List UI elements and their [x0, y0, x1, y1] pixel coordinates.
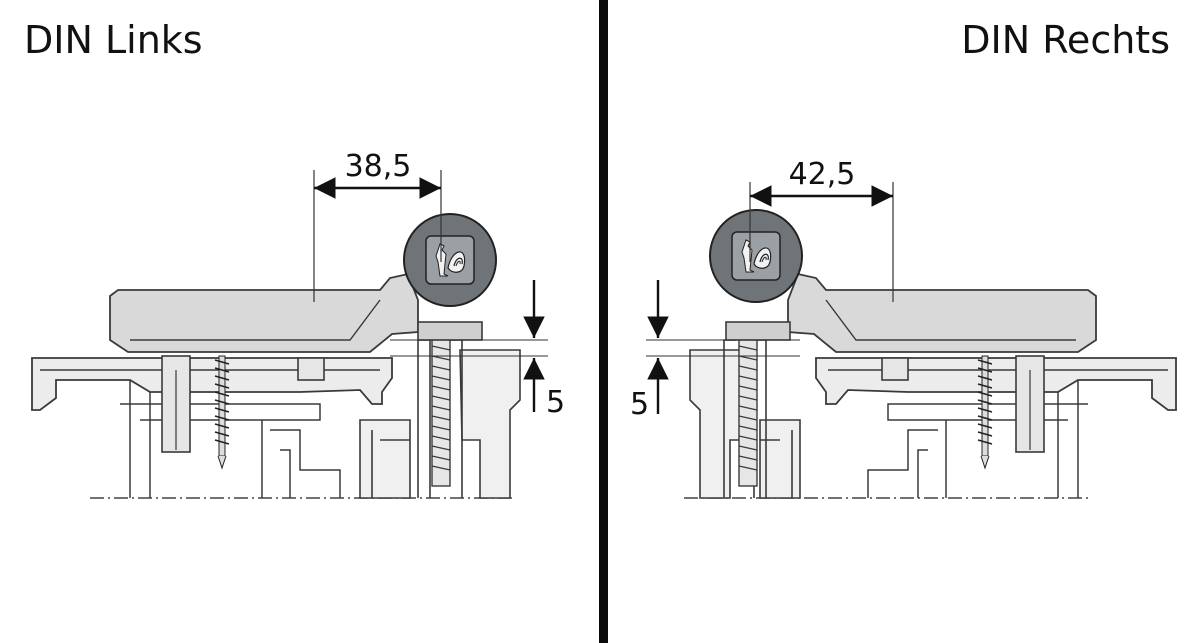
right-assembly: 42,5 5: [630, 157, 1177, 499]
rooster-logo-icon: [425, 235, 475, 285]
left-frame-profile: [359, 349, 521, 499]
left-assembly: 38,5 5: [31, 149, 565, 499]
right-sash-profile: [815, 357, 1177, 411]
right-handle: [787, 272, 1097, 353]
left-width-dimension: 38,5: [345, 149, 412, 184]
left-sash-profile: [31, 357, 393, 411]
panel-divider: [599, 0, 608, 643]
title-din-rechts: DIN Rechts: [961, 18, 1170, 62]
right-width-dimension: 42,5: [789, 157, 856, 192]
left-height-dimension: 5: [546, 385, 565, 420]
right-height-dimension: 5: [630, 387, 649, 422]
left-nut: [297, 357, 325, 381]
left-handle: [109, 272, 419, 353]
rooster-logo-icon: [731, 231, 781, 281]
right-nut: [881, 357, 909, 381]
title-din-links: DIN Links: [24, 18, 203, 62]
